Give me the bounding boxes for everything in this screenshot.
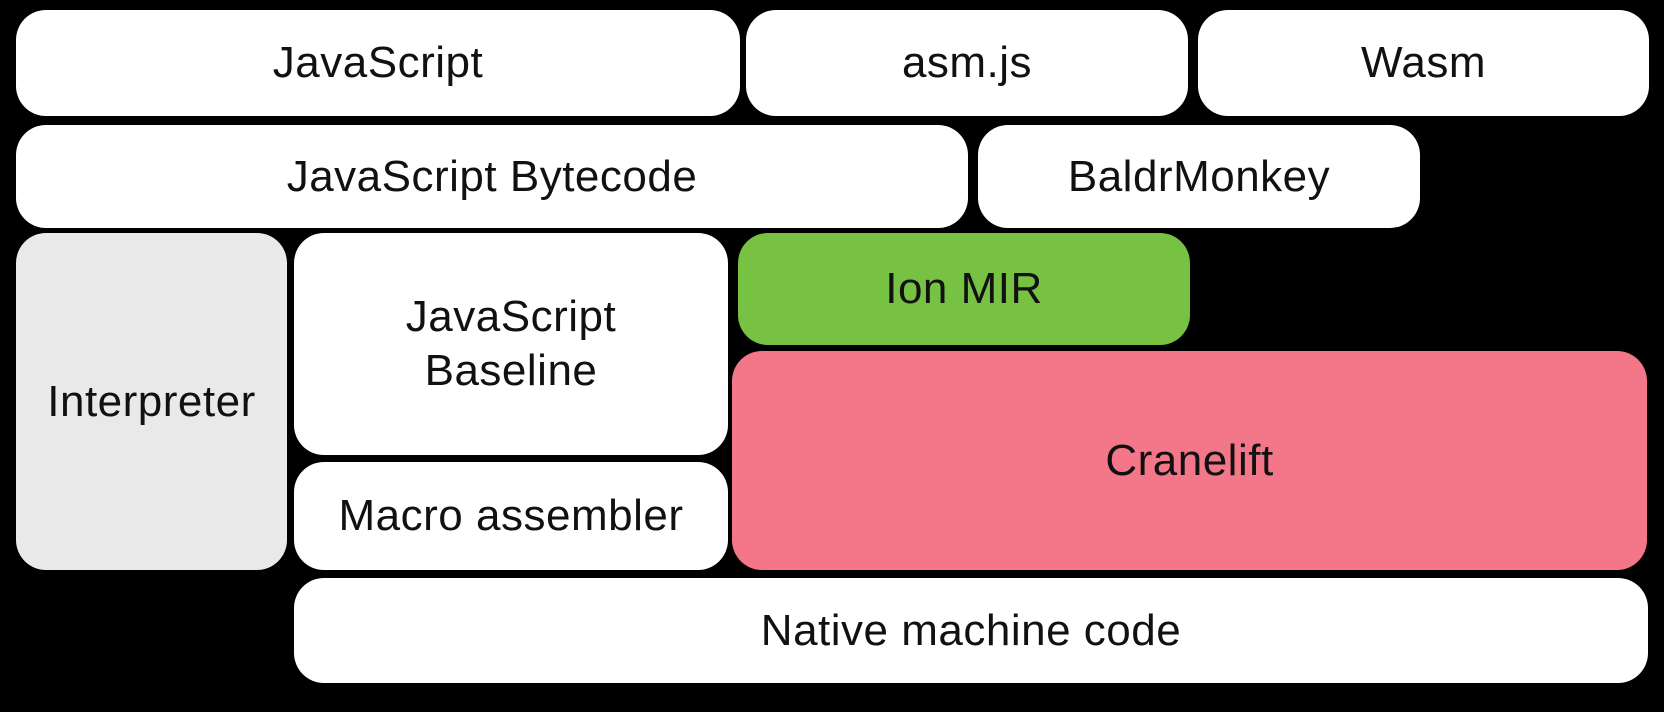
box-cranelift-label: Cranelift (1105, 435, 1274, 485)
box-macro-assembler-label: Macro assembler (338, 491, 684, 541)
box-javascript-bytecode-label: JavaScript Bytecode (286, 151, 698, 201)
box-cranelift: Cranelift (732, 351, 1647, 570)
box-ion-mir: Ion MIR (738, 233, 1190, 345)
box-javascript-label: JavaScript (272, 38, 484, 88)
box-javascript: JavaScript (16, 10, 740, 116)
box-native-machine-code: Native machine code (294, 578, 1648, 683)
box-ion-mir-label: Ion MIR (885, 264, 1043, 314)
box-javascript-baseline: JavaScript Baseline (294, 233, 728, 455)
box-native-machine-code-label: Native machine code (760, 605, 1182, 655)
box-baldrmonkey: BaldrMonkey (978, 125, 1420, 228)
box-wasm-label: Wasm (1360, 38, 1487, 88)
box-interpreter: Interpreter (16, 233, 287, 570)
box-asmjs-label: asm.js (901, 38, 1033, 88)
box-baldrmonkey-label: BaldrMonkey (1067, 151, 1331, 201)
box-wasm: Wasm (1198, 10, 1649, 116)
box-asmjs: asm.js (746, 10, 1188, 116)
box-javascript-bytecode: JavaScript Bytecode (16, 125, 968, 228)
box-interpreter-label: Interpreter (47, 376, 256, 426)
box-macro-assembler: Macro assembler (294, 462, 728, 570)
box-javascript-baseline-label: JavaScript Baseline (405, 292, 617, 395)
